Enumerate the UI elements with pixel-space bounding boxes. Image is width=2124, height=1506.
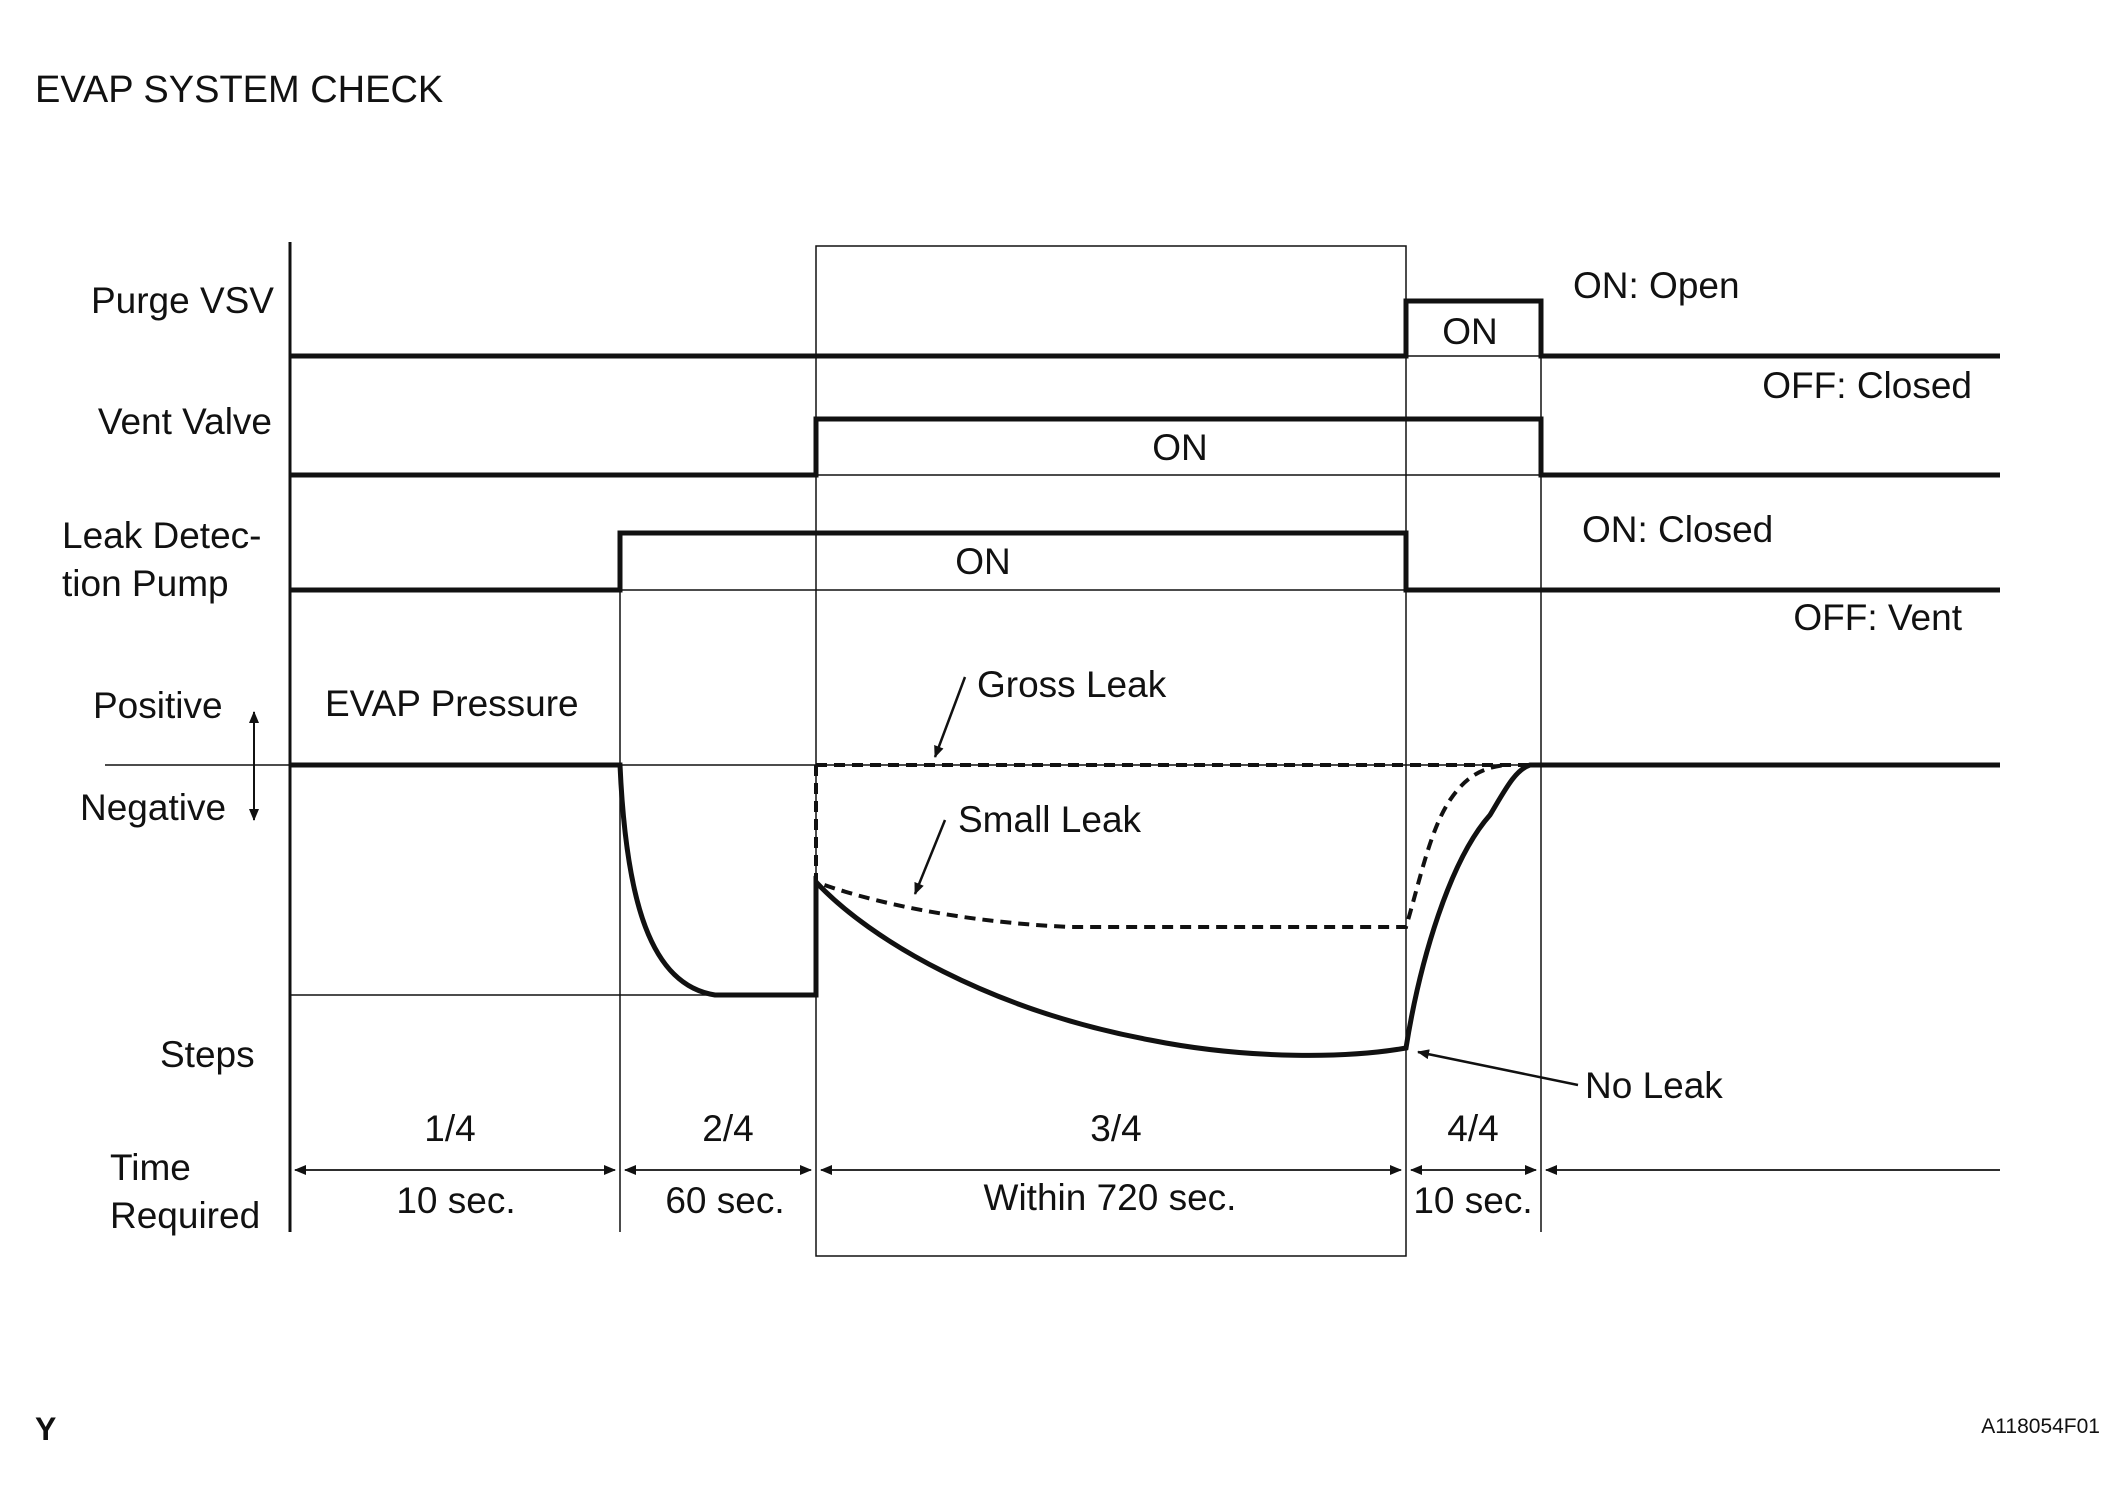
steps-section: Steps 1/4 2/4 3/4 4/4 Time Required 10 s… (110, 1034, 2000, 1236)
leak-pump-state-off: OFF: Vent (1793, 597, 1962, 638)
purge-vsv-row: Purge VSV ON ON: Open OFF: Closed (91, 265, 2000, 406)
time-required-line1: Time (110, 1147, 191, 1188)
no-leak-trace (290, 762, 2000, 1058)
purge-vsv-state-on: ON: Open (1573, 265, 1740, 306)
vent-valve-row: Vent Valve ON (98, 401, 2000, 478)
vent-valve-signal (290, 416, 2000, 478)
step-4-label: 4/4 (1447, 1108, 1498, 1149)
steps-label: Steps (160, 1034, 255, 1075)
negative-label: Negative (80, 787, 226, 828)
step-3-time: Within 720 sec. (984, 1177, 1237, 1218)
time-required-line2: Required (110, 1195, 260, 1236)
small-leak-pointer (913, 819, 947, 895)
gross-leak-label: Gross Leak (977, 664, 1167, 705)
step-1-label: 1/4 (424, 1108, 475, 1149)
leak-pump-label-line1: Leak Detec- (62, 515, 262, 556)
small-leak-trace (814, 763, 1506, 929)
evap-pressure-label: EVAP Pressure (325, 683, 579, 724)
step-2-time: 60 sec. (665, 1180, 784, 1221)
no-leak-label: No Leak (1585, 1065, 1723, 1106)
vent-valve-on-text: ON (1152, 427, 1208, 468)
leak-pump-label-line2: tion Pump (62, 563, 229, 604)
step-4-time: 10 sec. (1413, 1180, 1532, 1221)
evap-pressure-section: Positive Negative EVAP Pressure Gross Le… (80, 664, 2000, 1106)
step-3-label: 3/4 (1090, 1108, 1141, 1149)
positive-label: Positive (93, 685, 223, 726)
gross-leak-pointer (933, 676, 967, 758)
purge-vsv-signal (290, 298, 2000, 359)
vent-valve-label: Vent Valve (98, 401, 272, 442)
leak-pump-state-on: ON: Closed (1582, 509, 1773, 550)
leak-pump-on-text: ON (955, 541, 1011, 582)
step3-box (815, 245, 1407, 1257)
leak-pump-row: Leak Detec- tion Pump ON ON: Closed OFF:… (62, 509, 2000, 638)
purge-vsv-state-off: OFF: Closed (1762, 365, 1972, 406)
leak-pump-signal (290, 530, 2000, 593)
figure-id: A118054F01 (1981, 1415, 2100, 1438)
step-2-label: 2/4 (702, 1108, 753, 1149)
frame-lines (288, 242, 1542, 1257)
purge-vsv-on-text: ON (1442, 311, 1498, 352)
purge-vsv-label: Purge VSV (91, 280, 274, 321)
page-title: EVAP SYSTEM CHECK (35, 69, 443, 111)
step-1-time: 10 sec. (396, 1180, 515, 1221)
no-leak-pointer (1417, 1049, 1579, 1087)
small-leak-label: Small Leak (958, 799, 1142, 840)
footer-left-mark: Y (35, 1411, 56, 1447)
